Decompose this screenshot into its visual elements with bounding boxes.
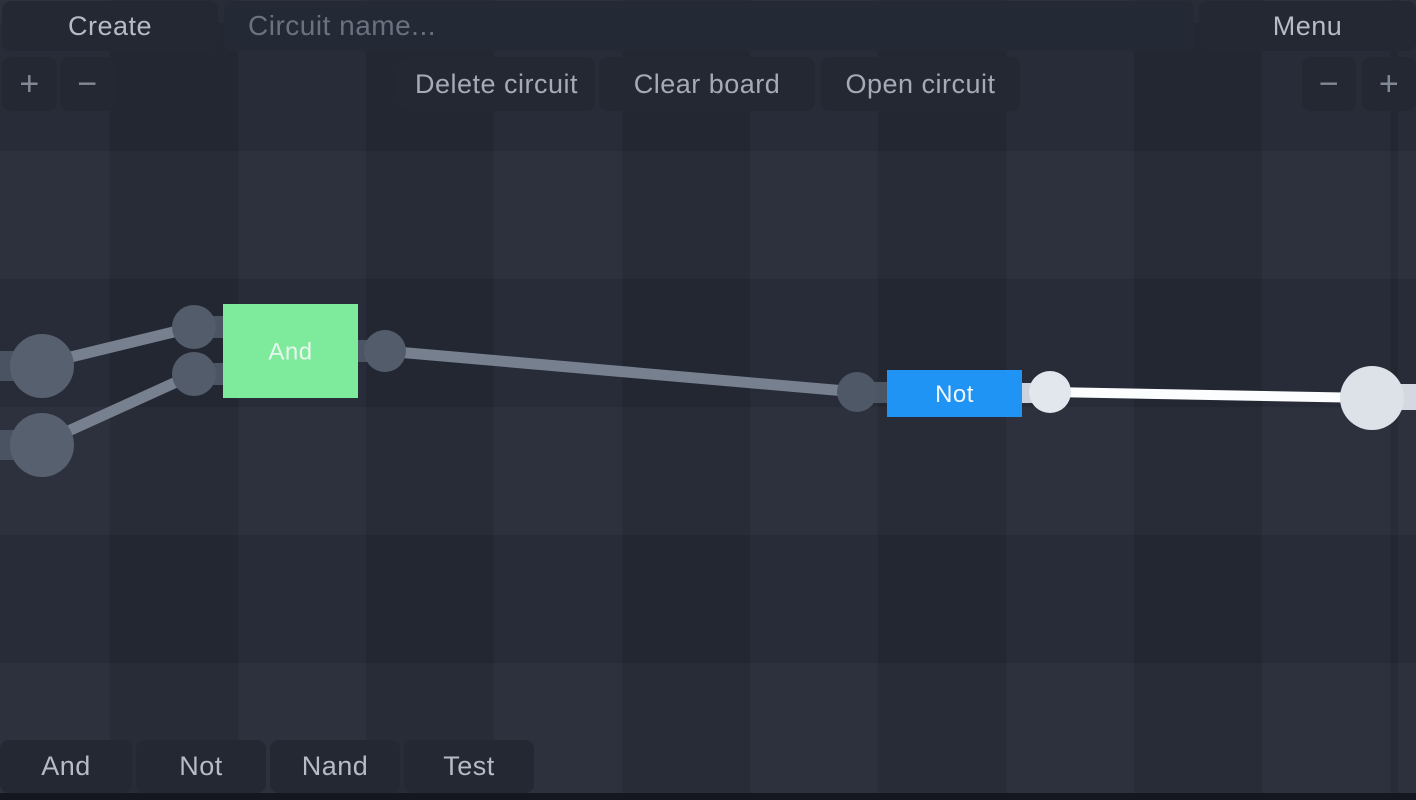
circuit-name-input[interactable] [224,1,1194,51]
wire-and-to-not[interactable] [384,345,858,398]
menu-button[interactable]: Menu [1199,1,1416,51]
not-input-pin[interactable] [837,372,877,412]
not-gate-body[interactable] [887,370,1022,417]
and-output-pin[interactable] [364,330,406,372]
and-input-pin-1[interactable] [172,305,216,349]
input-node-b[interactable] [10,413,74,477]
zoom-out-button-left[interactable]: − [60,57,115,111]
zoom-in-button-left[interactable]: + [2,57,57,111]
bottom-strip [0,793,1416,800]
create-button[interactable]: Create [2,1,218,51]
output-node[interactable] [1340,366,1404,430]
palette-item-and[interactable]: And [0,740,132,793]
input-node-a[interactable] [10,334,74,398]
zoom-in-button-right[interactable]: + [1362,57,1416,111]
zoom-out-button-right[interactable]: − [1302,57,1356,111]
wire-not-to-output[interactable] [1049,387,1373,403]
palette-item-nand[interactable]: Nand [270,740,400,793]
and-input-pin-2[interactable] [172,352,216,396]
not-output-pin[interactable] [1029,371,1071,413]
delete-circuit-button[interactable]: Delete circuit [398,57,595,111]
open-circuit-button[interactable]: Open circuit [821,57,1020,111]
and-gate-label: And [268,339,312,366]
and-gate-body[interactable] [223,304,358,398]
clear-board-button[interactable]: Clear board [599,57,815,111]
palette-item-test[interactable]: Test [404,740,534,793]
palette-item-not[interactable]: Not [136,740,266,793]
not-gate-label: Not [935,381,974,408]
